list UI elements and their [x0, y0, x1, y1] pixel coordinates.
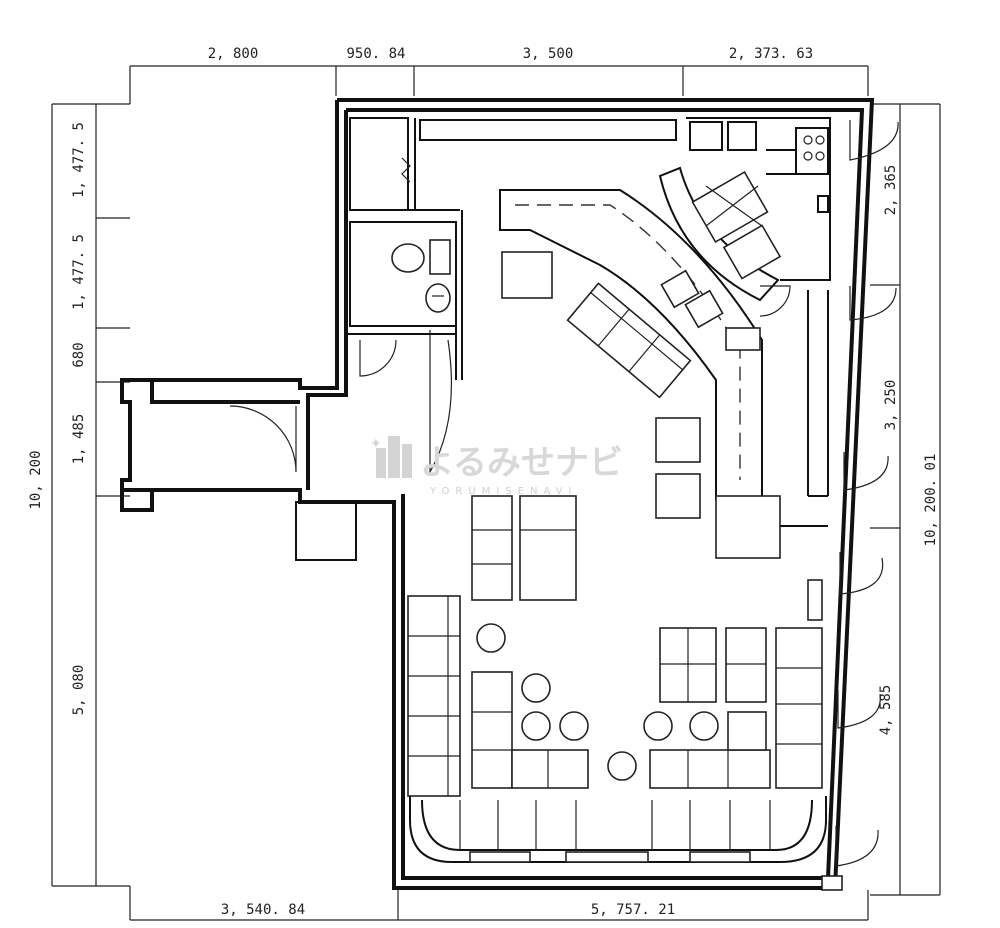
dim-bottom-2: 5, 757. 21	[591, 902, 675, 918]
dim-left-1: 1, 477. 5	[71, 122, 87, 198]
dim-left-total: 10, 200	[28, 450, 44, 509]
watermark-subtitle: YORUMISENAVI	[429, 486, 577, 497]
svg-text:✦: ✦	[370, 436, 382, 452]
doors	[229, 120, 899, 891]
dim-top-1: 2, 800	[208, 46, 259, 62]
toilet-fixtures	[391, 157, 451, 313]
watermark-title: よるみせナビ	[420, 443, 623, 483]
dimension-labels: 2, 800 950. 84 3, 500 2, 373. 63 1, 477.…	[28, 46, 939, 918]
dim-top-2: 950. 84	[346, 46, 405, 62]
dimension-lines	[51, 65, 941, 921]
dim-left-5: 5, 080	[71, 665, 87, 716]
buildings-icon: ✦	[370, 436, 412, 478]
dim-left-2: 1, 477. 5	[71, 234, 87, 310]
dim-right-2: 3, 250	[883, 380, 899, 431]
dim-top-4: 2, 373. 63	[729, 46, 813, 62]
dim-top-3: 3, 500	[523, 46, 574, 62]
dim-left-3: 680	[71, 342, 87, 367]
seating	[407, 251, 827, 863]
watermark: ✦ よるみせナビ YORUMISENAVI	[370, 436, 623, 497]
dim-left-4: 1, 485	[71, 414, 87, 465]
bar-counter	[499, 166, 782, 559]
dim-right-3: 4, 585	[878, 685, 894, 736]
dim-bottom-1: 3, 540. 84	[221, 902, 305, 918]
dim-right-total: 10, 200. 01	[923, 454, 939, 547]
dim-right-1: 2, 365	[883, 165, 899, 216]
